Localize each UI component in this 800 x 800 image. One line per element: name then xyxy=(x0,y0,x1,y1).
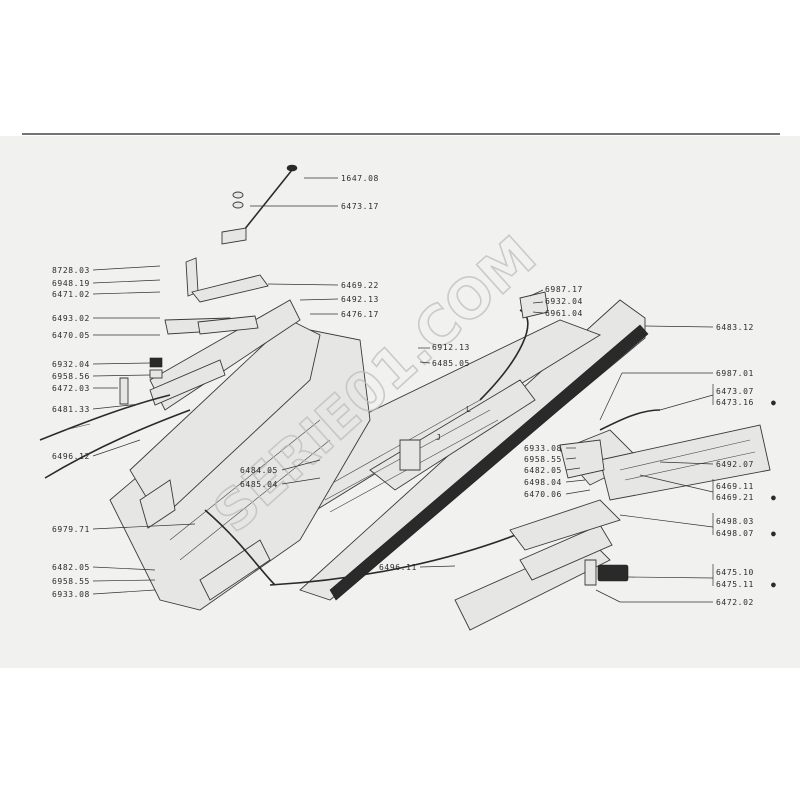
part-label: 6492.07 xyxy=(716,460,754,469)
part-label: 6473.17 xyxy=(341,202,379,211)
left-labels: 8728.03 6948.19 6471.02 6493.02 6470.05 … xyxy=(52,265,196,599)
part-label: 6471.02 xyxy=(52,290,90,299)
top-labels: 1647.08 6473.17 6469.22 6492.13 6476.17 xyxy=(250,174,379,319)
part-label: 6912.13 xyxy=(432,343,470,352)
part-label: 6958.55 xyxy=(52,577,90,586)
part-letter-j: J xyxy=(436,433,441,442)
part-label: 6469.11 xyxy=(716,482,754,491)
part-label: 6485.05 xyxy=(432,359,470,368)
part-label: 8728.03 xyxy=(52,266,90,275)
part-label: 6958.56 xyxy=(52,372,90,381)
part-label: 6476.17 xyxy=(341,310,379,319)
center-labels: 6912.13 6485.05 6484.05 6485.04 6496.11 … xyxy=(240,285,591,572)
part-label: 6498.07 xyxy=(716,529,754,538)
part-label: 6473.07 xyxy=(716,387,754,396)
part-label: 6933.08 xyxy=(52,590,90,599)
cable-runs xyxy=(39,309,661,586)
part-label: 6482.05 xyxy=(52,563,90,572)
part-label: 6472.03 xyxy=(52,384,90,393)
part-label: 6472.02 xyxy=(716,598,754,607)
part-label: 6470.06 xyxy=(524,490,562,499)
part-label: 6958.55 xyxy=(524,455,562,464)
part-label: 6492.13 xyxy=(341,295,379,304)
part-label: 6987.01 xyxy=(716,369,754,378)
marker-dot: ● xyxy=(771,493,776,502)
part-letter-l: L xyxy=(466,405,471,414)
part-label: 6498.03 xyxy=(716,517,754,526)
part-label: 6979.71 xyxy=(52,525,90,534)
part-label: 6961.04 xyxy=(545,309,583,318)
marker-dot: ● xyxy=(771,580,776,589)
right-labels: 6483.12 6987.01 6473.07 6473.16 ● 6492.0… xyxy=(595,323,776,607)
part-label: 1647.08 xyxy=(341,174,379,183)
part-label: 6485.04 xyxy=(240,480,278,489)
marker-dot: ● xyxy=(771,529,776,538)
part-label: 6481.33 xyxy=(52,405,90,414)
part-label: 6469.22 xyxy=(341,281,379,290)
marker-dot: ● xyxy=(771,398,776,407)
part-label: 6482.05 xyxy=(524,466,562,475)
part-label: 6475.10 xyxy=(716,568,754,577)
part-label: 6933.08 xyxy=(524,444,562,453)
part-label: 6496.11 xyxy=(379,563,417,572)
part-label: 6948.19 xyxy=(52,279,90,288)
part-label: 6496.12 xyxy=(52,452,90,461)
part-label: 6987.17 xyxy=(545,285,583,294)
part-label: 6932.04 xyxy=(52,360,90,369)
part-label: 6473.16 xyxy=(716,398,754,407)
part-label: 6484.05 xyxy=(240,466,278,475)
part-label: 6498.04 xyxy=(524,478,562,487)
right-bracket xyxy=(454,291,771,631)
part-label: 6493.02 xyxy=(52,314,90,323)
part-label: 6483.12 xyxy=(716,323,754,332)
part-label: 6932.04 xyxy=(545,297,583,306)
part-label: 6470.05 xyxy=(52,331,90,340)
part-label: 6469.21 xyxy=(716,493,754,502)
part-label: 6475.11 xyxy=(716,580,754,589)
